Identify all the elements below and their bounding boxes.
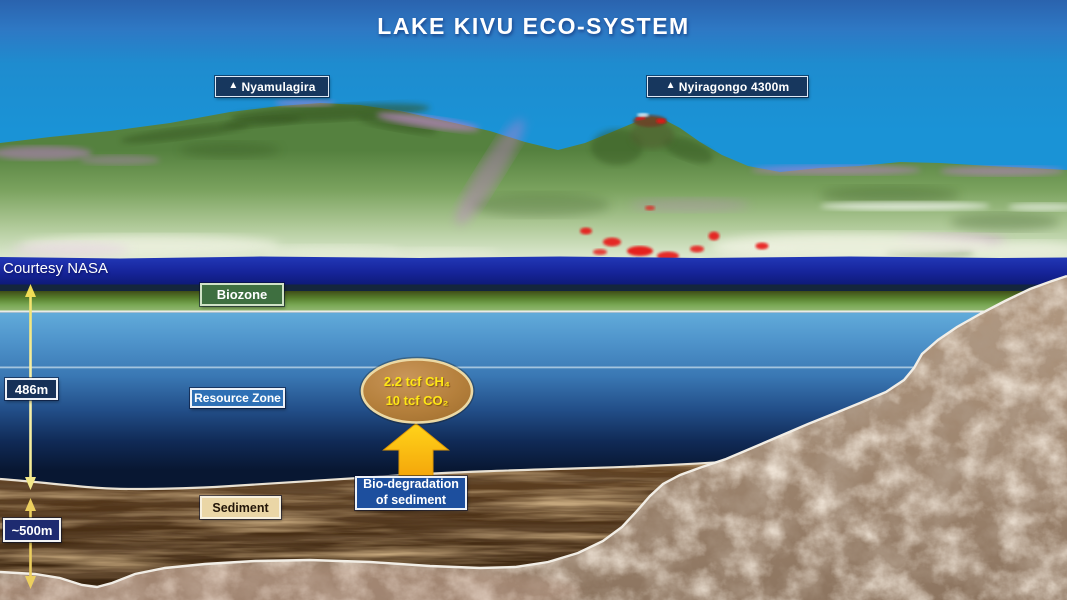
page-title: LAKE KIVU ECO-SYSTEM [377, 13, 690, 39]
sediment-label: Sediment [200, 496, 281, 519]
gas-ellipse [359, 356, 475, 426]
volcano-peak-icon: ▲ [665, 80, 676, 91]
bedrock-terrain [0, 274, 1067, 600]
gas-arrow [382, 422, 450, 479]
gas-reserve-text: 2.2 tcf CH₄ 10 tcf CO₂ [352, 373, 482, 411]
methane-amount: 2.2 tcf CH₄ [383, 374, 451, 389]
nyiragongo-label: ▲ Nyiragongo 4300m [647, 76, 808, 97]
volcano-name: Nyiragongo 4300m [678, 79, 790, 94]
biozone-boundary-line [0, 310, 1067, 313]
biodegradation-line1: Bio-degradation [363, 477, 459, 492]
resource-zone-boundary-line [0, 366, 1067, 369]
lake-surface-band [0, 256, 1067, 285]
volcano-mountains [0, 99, 1067, 262]
image-credit: Courtesy NASA [3, 260, 109, 277]
sediment-layer [0, 444, 1067, 600]
crater [633, 113, 667, 127]
biozone-band [0, 291, 1067, 311]
volcano-name: Nyamulagira [241, 79, 316, 94]
biodegradation-label: Bio-degradation of sediment [355, 476, 467, 510]
co2-amount: 10 tcf CO₂ [385, 392, 449, 408]
biozone-label: Biozone [200, 283, 284, 306]
resource-zone-label: Resource Zone [190, 388, 285, 408]
volcano-peak-icon: ▲ [228, 80, 239, 91]
biodegradation-line2: of sediment [375, 493, 447, 507]
water-depth-label: 486m [5, 378, 58, 400]
surface-dark-strip [0, 284, 1067, 292]
nyamulagira-label: ▲ Nyamulagira [215, 76, 329, 97]
sediment-depth-label: ~500m [3, 518, 61, 542]
lava-flows [580, 205, 769, 261]
